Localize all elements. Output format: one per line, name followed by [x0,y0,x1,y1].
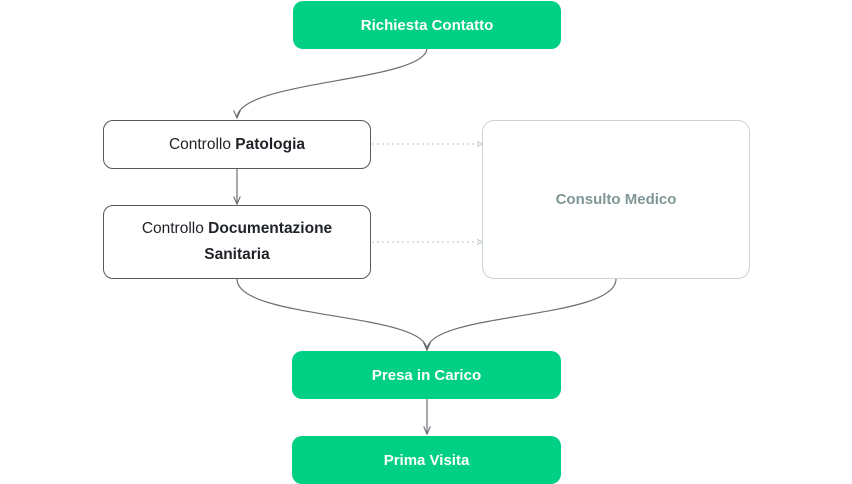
node-richiesta-contatto: Richiesta Contatto [293,1,561,49]
node-controllo-documentazione: Controllo Documentazione Sanitaria [103,205,371,279]
node-label-emphasis-2: Sanitaria [204,246,270,263]
node-consulto-medico: Consulto Medico [482,120,750,279]
node-label: Prima Visita [383,451,470,469]
node-label: Presa in Carico [371,366,482,384]
edge-documentazione-presa [236,278,427,350]
node-label: Consulto Medico [555,191,677,208]
edge-consulto-presa [427,278,617,350]
node-label-prefix: Controllo [168,135,231,153]
node-label-prefix: Controllo [141,220,204,237]
node-label: Richiesta Contatto [360,16,494,34]
node-label-emphasis: Patologia [235,135,306,153]
edge-richiesta-patologia [237,47,428,118]
node-label-emphasis: Documentazione [208,220,333,237]
node-presa-in-carico: Presa in Carico [292,351,561,399]
node-prima-visita: Prima Visita [292,436,561,484]
node-label: Controllo Patologia [169,132,305,158]
node-controllo-patologia: Controllo Patologia [103,120,371,169]
node-label: Controllo Documentazione Sanitaria [142,216,332,268]
